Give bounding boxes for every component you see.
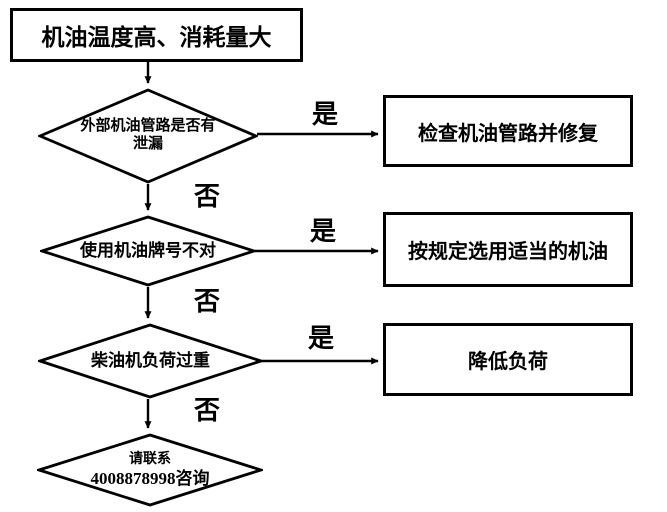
- decision-engine-overload: 柴油机负荷过重: [38, 323, 263, 399]
- action-check-repair-lines-label: 检查机油管路并修复: [418, 122, 598, 145]
- yes-label-3: 是: [308, 324, 335, 353]
- terminal-contact-label: 请联系 4008878998咨询: [90, 451, 210, 489]
- action-reduce-load-label: 降低负荷: [468, 351, 548, 373]
- diamond-shape: [40, 215, 256, 287]
- contact-phone-number: 4008878998咨询: [90, 469, 210, 489]
- action-select-proper-oil: 按规定选用适当的机油: [383, 212, 633, 287]
- diamond-shape: [38, 323, 263, 399]
- diamond-shape: [38, 88, 258, 184]
- yes-label-2: 是: [310, 217, 337, 246]
- no-label-1: 否: [194, 182, 221, 211]
- action-select-proper-oil-label: 按规定选用适当的机油: [408, 241, 608, 263]
- action-reduce-load: 降低负荷: [383, 323, 633, 396]
- decision-engine-overload-label: 柴油机负荷过重: [91, 350, 210, 370]
- no-label-3: 否: [194, 396, 221, 425]
- start-node: 机油温度高、消耗量大: [10, 8, 303, 62]
- action-check-repair-lines: 检查机油管路并修复: [383, 95, 633, 167]
- yes-label-1: 是: [312, 100, 339, 129]
- decision-oil-line-leak-label: 外部机油管路是否有 泄漏: [80, 118, 216, 152]
- diamond-shape: [37, 433, 263, 507]
- decision-wrong-oil-grade-label: 使用机油牌号不对: [80, 240, 216, 260]
- no-label-2: 否: [194, 287, 221, 316]
- start-node-label: 机油温度高、消耗量大: [41, 25, 272, 50]
- terminal-contact-node: 请联系 4008878998咨询: [37, 433, 263, 507]
- decision-wrong-oil-grade: 使用机油牌号不对: [40, 215, 256, 287]
- decision-oil-line-leak: 外部机油管路是否有 泄漏: [38, 88, 258, 184]
